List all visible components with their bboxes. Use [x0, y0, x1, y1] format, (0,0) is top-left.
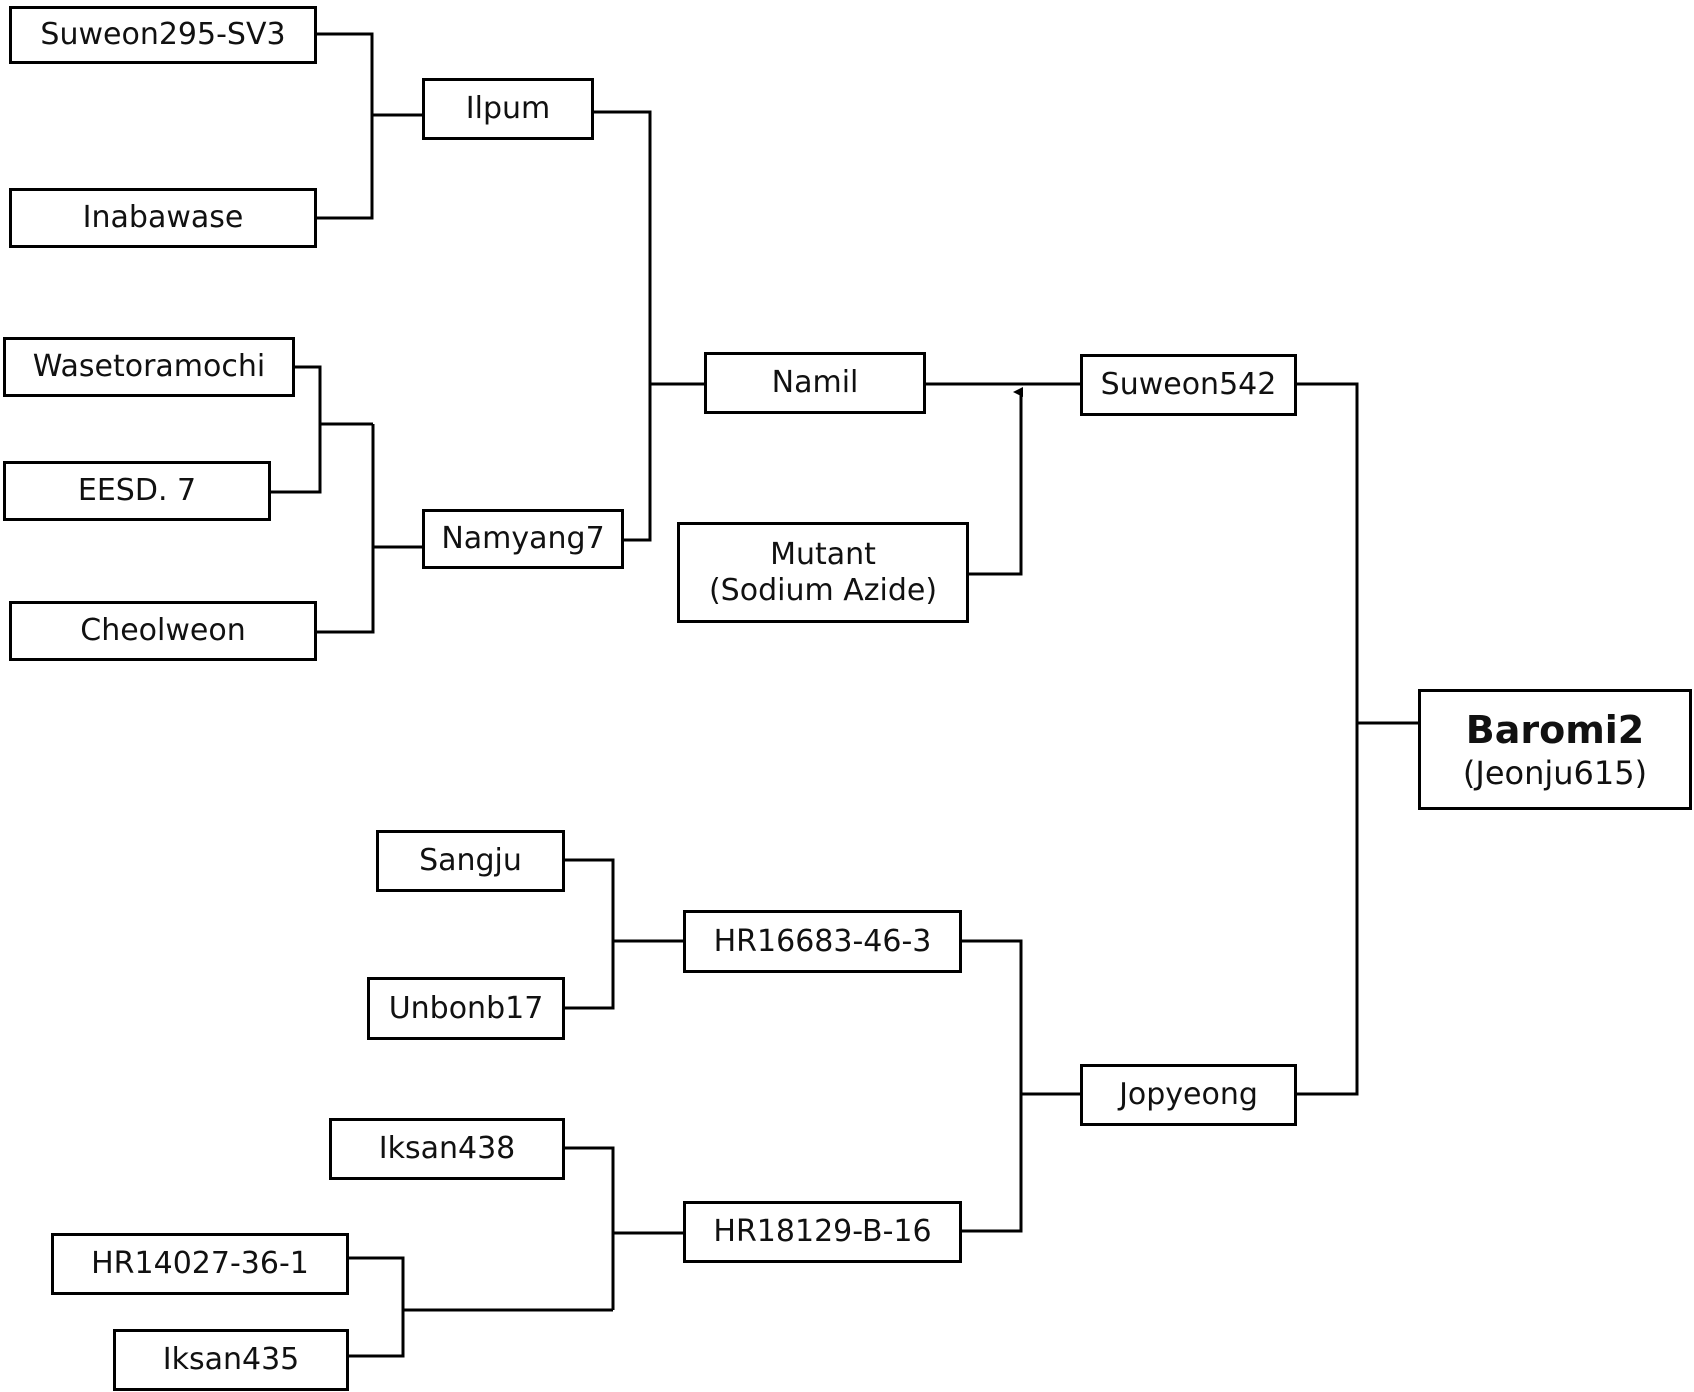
node-label: Namyang7: [441, 521, 605, 556]
edge-hr-join: [961, 939, 1023, 1233]
node-label: Iksan438: [378, 1131, 516, 1166]
node-label: Suweon542: [1100, 367, 1277, 402]
node-label: EESD. 7: [77, 473, 197, 508]
edge-final-join: [1296, 382, 1359, 1096]
node-label: Unbonb17: [388, 990, 544, 1026]
node-inabawase: Inabawase: [9, 188, 317, 248]
node-unbonb17: Unbonb17: [367, 977, 565, 1040]
node-suweon295-sv3: Suweon295-SV3: [9, 6, 317, 64]
node-label-alias: (Jeonju615): [1462, 754, 1648, 793]
node-label: Namil: [771, 365, 859, 400]
node-label: Cheolweon: [80, 613, 246, 648]
node-hr16683-46-3: HR16683-46-3: [683, 910, 962, 973]
node-hr14027-36-1: HR14027-36-1: [51, 1233, 349, 1295]
node-namil: Namil: [704, 352, 926, 414]
node-label: HR18129-B-16: [713, 1214, 932, 1249]
node-namyang7: Namyang7: [422, 509, 624, 569]
node-label: Wasetoramochi: [32, 349, 266, 384]
node-label-line2: (Sodium Azide): [708, 572, 938, 608]
node-label-name: Baromi2: [1465, 707, 1645, 752]
node-label: HR16683-46-3: [713, 923, 932, 959]
edge-ilpum-namyang7-join: [593, 110, 652, 542]
node-ilpum: Ilpum: [422, 78, 594, 140]
node-eesd7: EESD. 7: [3, 461, 271, 521]
node-label: Ilpum: [465, 91, 551, 126]
node-iksan435: Iksan435: [113, 1329, 349, 1391]
node-label: Sangju: [419, 843, 522, 878]
node-hr18129-b-16: HR18129-B-16: [683, 1201, 962, 1263]
node-label: Iksan435: [162, 1342, 300, 1377]
edge-iksan438-join: [563, 1146, 615, 1310]
edge-hr14027-iksan435-join: [347, 1256, 405, 1358]
edge-mid-to-cheolweon: [315, 424, 375, 634]
edge-suweon295-to-ilpum: [315, 32, 374, 220]
node-label: Inabawase: [82, 200, 244, 235]
node-mutant: Mutant (Sodium Azide): [677, 522, 969, 623]
node-baromi2: Baromi2 (Jeonju615): [1418, 689, 1692, 810]
edge-sangju-unbonb-join: [563, 858, 615, 1010]
node-cheolweon: Cheolweon: [9, 601, 317, 661]
node-wasetoramochi: Wasetoramochi: [3, 337, 295, 397]
node-label: Jopyeong: [1119, 1077, 1258, 1112]
node-label: HR14027-36-1: [91, 1246, 309, 1281]
node-sangju: Sangju: [376, 830, 565, 892]
node-jopyeong: Jopyeong: [1080, 1064, 1297, 1126]
edge-waseto-eesd-join: [270, 365, 322, 494]
edge-mutant-to-suweon542: [968, 387, 1023, 576]
node-iksan438: Iksan438: [329, 1118, 565, 1180]
node-suweon542: Suweon542: [1080, 354, 1297, 416]
node-label: Suweon295-SV3: [40, 17, 286, 52]
node-label-line1: Mutant: [770, 536, 876, 572]
